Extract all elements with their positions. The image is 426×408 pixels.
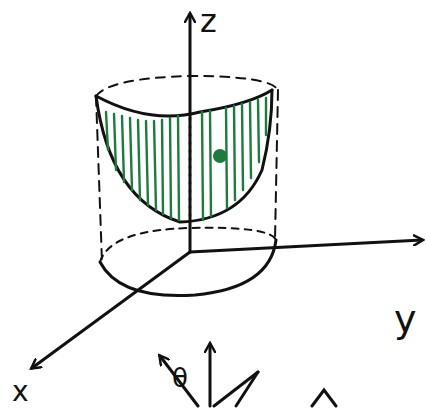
base-ellipse-back [100,228,276,262]
x-axis [32,252,190,368]
angle-figure [160,344,336,406]
axis-label: x [12,378,29,406]
y-axis [190,240,422,252]
axis-label: θ [172,365,188,391]
base-ellipse-front [100,240,276,296]
top-rim [96,90,272,116]
surface-shading [106,98,266,220]
z-axis [189,14,192,252]
paraboloid-side [96,90,272,222]
surface-point [213,149,227,163]
hidden-axis [189,118,192,222]
cylinder-wall [275,90,278,240]
top-ellipse-back [96,76,278,96]
axis-label: y [394,300,417,338]
axis-label: z [200,5,217,37]
